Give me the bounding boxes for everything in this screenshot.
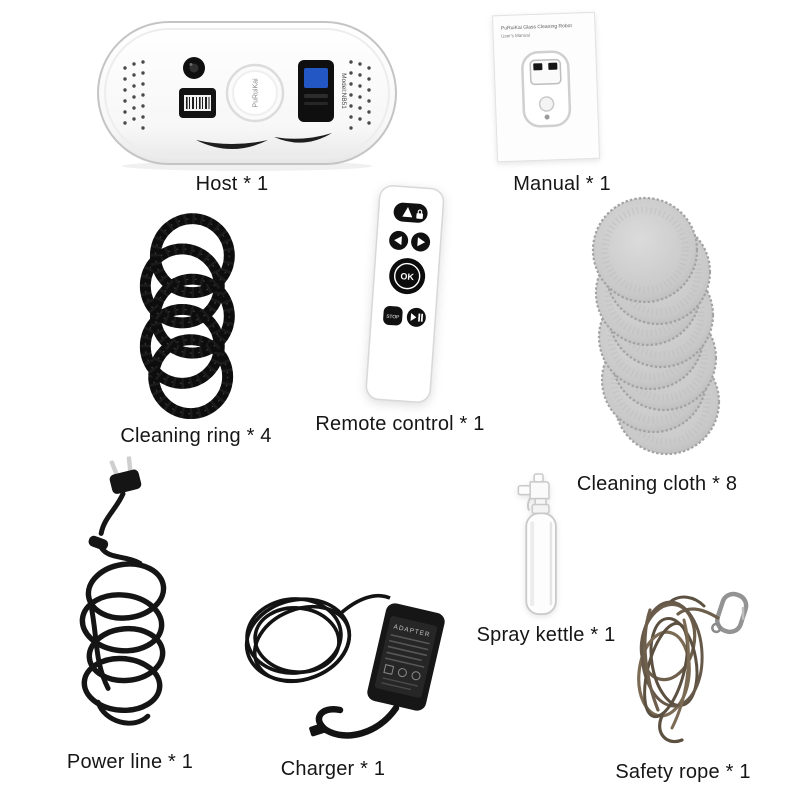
cleaning-cloths-illustration — [591, 196, 721, 456]
remote-control-figure: OK STOP — [358, 183, 453, 405]
spray-kettle-figure — [510, 470, 582, 620]
safety-rope-figure — [610, 550, 760, 757]
cleaning-cloths-figure — [575, 194, 745, 462]
carabiner-icon — [711, 591, 749, 635]
spray-head — [529, 481, 550, 500]
speaker-grille-left — [123, 60, 145, 132]
cleaning-ring — [149, 213, 235, 299]
manual-subtitle-text: User's Manual — [501, 33, 530, 39]
power-button — [183, 57, 205, 79]
power-plug — [109, 456, 142, 494]
rope-coil — [637, 595, 720, 744]
ok-button-text: OK — [400, 271, 415, 282]
stop-button: STOP — [383, 305, 403, 326]
figure8-connector — [88, 535, 109, 551]
play-icon — [410, 312, 417, 321]
manual-robot-picture — [521, 50, 572, 128]
right-button — [411, 232, 431, 252]
charger-cable-coil — [244, 593, 391, 684]
lock-icon — [416, 213, 424, 219]
bottle-collar — [531, 503, 550, 515]
certification-icons — [383, 664, 421, 681]
remote-control-illustration: OK STOP — [365, 185, 445, 403]
plug-prong — [109, 460, 119, 476]
cleaning-ring-label: Cleaning ring * 4 — [120, 425, 272, 447]
cleaning-rings-figure — [130, 212, 248, 422]
dc-connector — [309, 722, 327, 737]
pause-icon — [418, 313, 421, 322]
stop-button-text: STOP — [386, 314, 399, 321]
brand-disc: PuRuiKai — [225, 63, 285, 123]
manual-label: Manual * 1 — [513, 173, 611, 195]
cleaning-cloth — [591, 196, 699, 304]
right-arrow-icon — [417, 237, 426, 247]
blue-screen — [304, 68, 328, 88]
power-cable-coil — [79, 491, 167, 726]
bottom-slot-left — [196, 140, 268, 149]
power-line-figure — [68, 452, 178, 742]
host-robot-illustration: PuRuiKai Model:NB51 — [97, 21, 397, 171]
display-panel — [298, 60, 334, 122]
spray-nozzle — [517, 485, 531, 496]
spray-trigger — [526, 497, 532, 511]
up-lock-button — [393, 202, 428, 223]
ok-button: OK — [389, 258, 426, 295]
adapter-brick: ADAPTER — [367, 603, 445, 711]
charger-illustration: ADAPTER — [244, 593, 445, 739]
play-pause-button — [406, 307, 426, 327]
remote-control-label: Remote control * 1 — [315, 413, 485, 435]
barcode-label-panel — [179, 88, 216, 118]
safety-rope-label: Safety rope * 1 — [615, 761, 751, 783]
charger-output-cable — [315, 704, 400, 739]
cleaning-cloth-label: Cleaning cloth * 8 — [576, 473, 738, 495]
model-number-text: Model:NB51 — [340, 73, 347, 109]
host-robot-figure: PuRuiKai Model:NB51 — [92, 16, 402, 171]
power-line-illustration — [79, 456, 167, 726]
speaker-grille-right — [349, 60, 371, 132]
spray-kettle-illustration — [517, 473, 557, 615]
up-arrow-icon — [402, 207, 413, 218]
safety-rope-illustration — [637, 591, 749, 744]
manual-title-text: PuRuiKai Glass Cleaning Robot — [501, 23, 573, 31]
bottom-slot-right — [274, 133, 332, 143]
host-label: Host * 1 — [195, 173, 269, 195]
brand-text: PuRuiKai — [253, 78, 260, 108]
charger-figure: ADAPTER — [228, 522, 458, 747]
cleaning-rings-illustration — [139, 213, 235, 420]
spray-kettle-label: Spray kettle * 1 — [476, 624, 616, 646]
manual-illustration: PuRuiKai Glass Cleaning Robot User's Man… — [492, 11, 601, 163]
manual-figure: PuRuiKai Glass Cleaning Robot User's Man… — [487, 4, 607, 169]
left-button — [389, 230, 409, 250]
left-arrow-icon — [394, 236, 402, 246]
charger-label: Charger * 1 — [280, 758, 386, 780]
plug-prong — [126, 456, 133, 473]
power-line-label: Power line * 1 — [66, 751, 194, 773]
